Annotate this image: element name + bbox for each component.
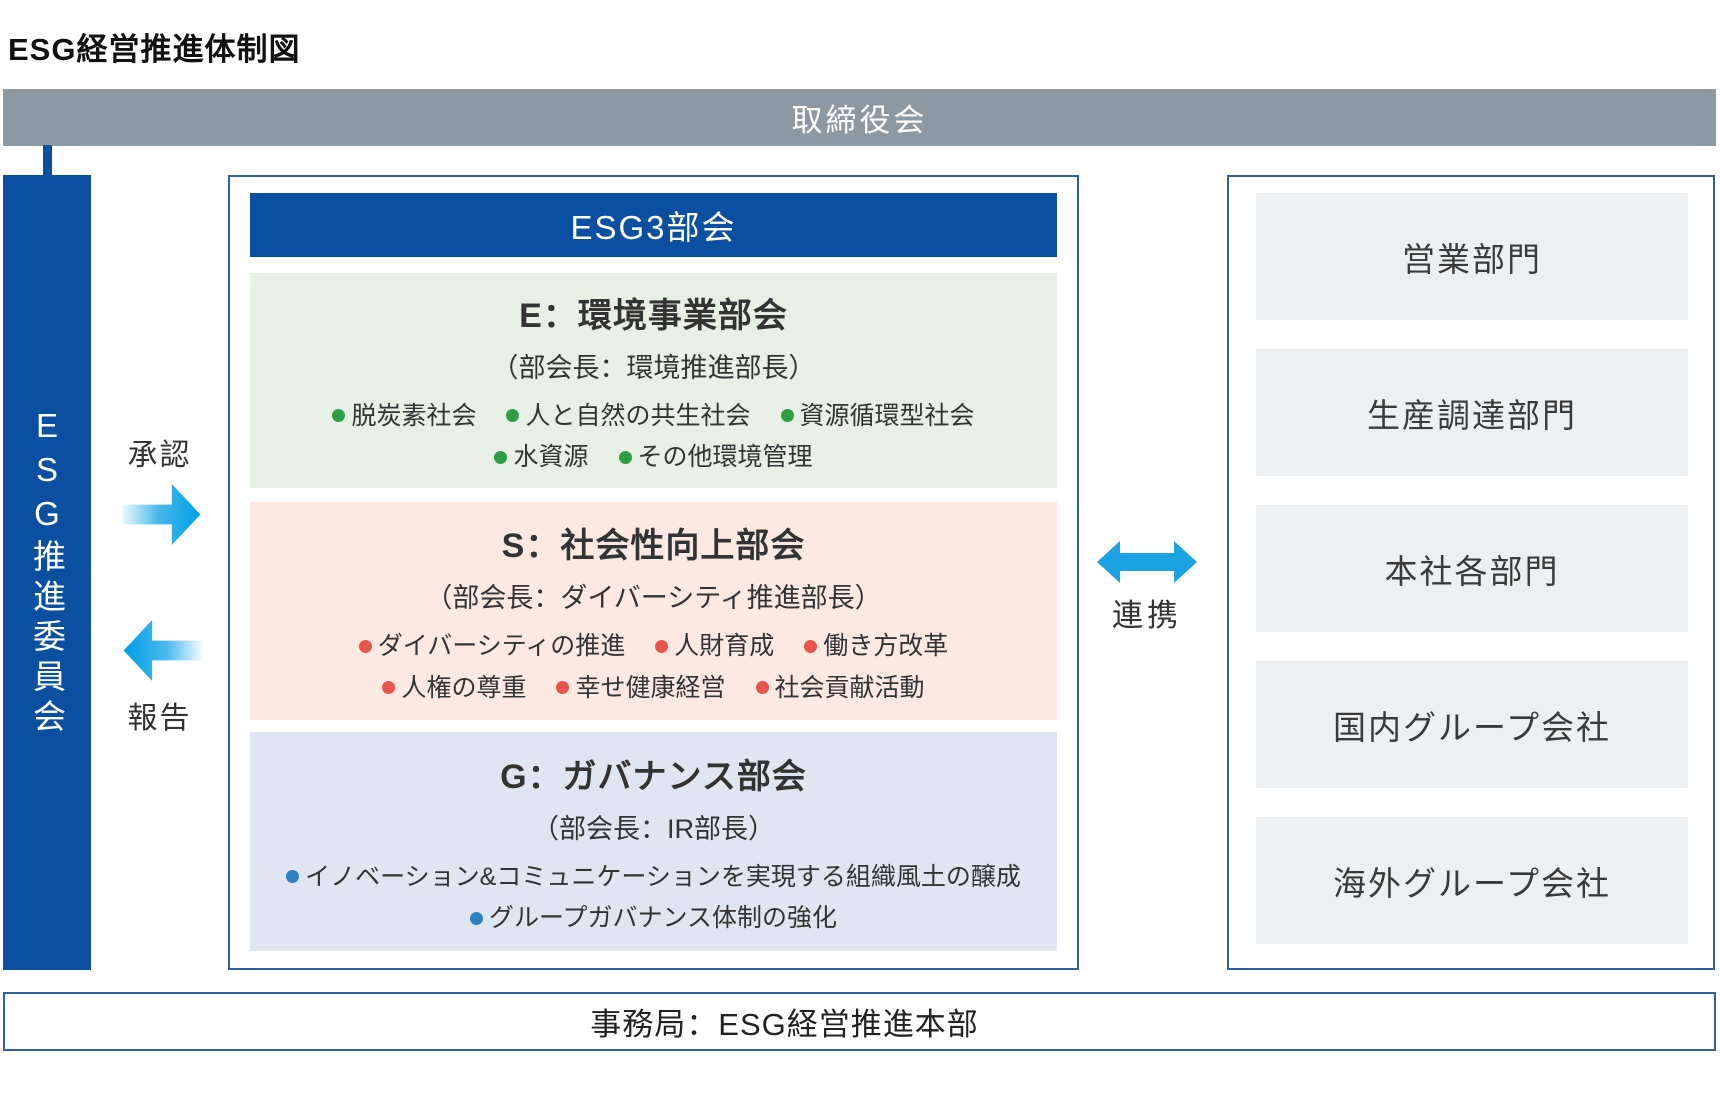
bullet-item: その他環境管理 (618, 441, 813, 474)
bullet-line: ダイバーシティの推進 人財育成 働き方改革 (358, 630, 948, 663)
secretariat-label: 事務局：ESG経営推進本部 (590, 1007, 979, 1042)
secretariat-bar: 事務局：ESG経営推進本部 (3, 992, 1716, 1051)
approve-arrow-icon (122, 483, 201, 546)
bullet-line: グループガバナンス体制の強化 (469, 902, 837, 935)
bullet-item: 脱炭素社会 (332, 400, 476, 433)
section-governance: G：ガバナンス部会 （部会長：IR部長） イノベーション&コミュニケーションを実… (250, 732, 1057, 951)
bullet-item: 人財育成 (655, 630, 774, 663)
section-environment-chair: （部会長：環境推進部長） (491, 352, 816, 383)
bullet-label: 社会貢献活動 (774, 673, 925, 702)
bullet-dot-icon (469, 911, 483, 925)
bullet-label: 人権の尊重 (401, 673, 527, 702)
bullet-label: 脱炭素社会 (351, 401, 477, 430)
board-of-directors-bar: 取締役会 (3, 89, 1716, 146)
page-title: ESG経営推進体制図 (8, 32, 301, 67)
bullet-dot-icon (332, 409, 346, 423)
section-environment: E：環境事業部会 （部会長：環境推進部長） 脱炭素社会 人と自然の共生社会 資源… (250, 273, 1057, 488)
esg-subcommittees-header: ESG3部会 (250, 193, 1057, 257)
bullet-item: ダイバーシティの推進 (358, 630, 626, 663)
dept-box-overseas-group: 海外グループ会社 (1256, 817, 1688, 944)
esg-header-label: ESG3部会 (570, 209, 737, 246)
collaboration-label: 連携 (1112, 598, 1182, 633)
board-committee-connector (43, 145, 52, 176)
bullet-dot-icon (804, 639, 818, 653)
dept-label: 営業部門 (1402, 240, 1542, 278)
bullet-item: イノベーション&コミュニケーションを実現する組織風土の醸成 (286, 861, 1021, 894)
bullet-label: 水資源 (513, 443, 589, 471)
dept-box-domestic-group: 国内グループ会社 (1256, 661, 1688, 788)
bullet-label: 人財育成 (674, 632, 775, 660)
bullet-dot-icon (755, 681, 769, 695)
bullet-label: 資源循環型社会 (799, 401, 975, 430)
bullet-item: 水資源 (494, 441, 589, 474)
section-environment-title: E：環境事業部会 (519, 296, 788, 335)
dept-label: 本社各部門 (1384, 552, 1560, 590)
dept-label: 海外グループ会社 (1332, 864, 1612, 902)
bullet-label: 人と自然の共生社会 (525, 401, 751, 430)
bullet-dot-icon (358, 639, 372, 653)
esg-subcommittees-box: ESG3部会 E：環境事業部会 （部会長：環境推進部長） 脱炭素社会 人と自然の… (228, 175, 1079, 970)
dept-box-headquarters: 本社各部門 (1256, 505, 1688, 632)
section-social-title: S：社会性向上部会 (501, 527, 806, 565)
bullet-dot-icon (655, 639, 669, 653)
collaboration-arrow-icon (1097, 541, 1197, 583)
bullet-dot-icon (382, 681, 396, 695)
bullet-item: 社会貢献活動 (755, 672, 925, 705)
esg-committee-label: ESG推進委員会 (28, 406, 66, 739)
bullet-dot-icon (618, 450, 632, 464)
esg-committee-bar: ESG推進委員会 (3, 175, 91, 970)
section-governance-chair: （部会長：IR部長） (532, 813, 775, 844)
bullet-item: 幸せ健康経営 (556, 672, 726, 705)
bullet-line: イノベーション&コミュニケーションを実現する組織風土の醸成 (286, 861, 1021, 894)
bullet-line: 脱炭素社会 人と自然の共生社会 資源循環型社会 (332, 400, 975, 433)
bullet-dot-icon (494, 450, 508, 464)
dept-label: 国内グループ会社 (1332, 708, 1612, 746)
bullet-item: グループガバナンス体制の強化 (469, 902, 837, 935)
report-label: 報告 (127, 702, 192, 735)
dept-box-production: 生産調達部門 (1256, 349, 1688, 476)
departments-column: 営業部門 生産調達部門 本社各部門 国内グループ会社 海外グループ会社 (1227, 175, 1715, 970)
bullet-label: その他環境管理 (637, 443, 813, 471)
bullet-label: グループガバナンス体制の強化 (488, 904, 837, 932)
section-social: S：社会性向上部会 （部会長：ダイバーシティ推進部長） ダイバーシティの推進 人… (250, 502, 1057, 720)
approve-label: 承認 (127, 439, 192, 472)
bullet-label: 働き方改革 (823, 632, 949, 660)
bullet-item: 資源循環型社会 (780, 400, 975, 433)
board-label: 取締役会 (791, 103, 928, 138)
dept-box-sales: 営業部門 (1256, 193, 1688, 320)
bullet-label: イノベーション&コミュニケーションを実現する組織風土の醸成 (305, 862, 1021, 891)
bullet-label: ダイバーシティの推進 (377, 632, 626, 660)
bullet-item: 人と自然の共生社会 (506, 400, 751, 433)
bullet-dot-icon (506, 409, 520, 423)
bullet-dot-icon (556, 681, 570, 695)
bullet-item: 働き方改革 (804, 630, 948, 663)
bullet-dot-icon (780, 409, 794, 423)
dept-label: 生産調達部門 (1367, 396, 1577, 434)
bullet-dot-icon (286, 870, 300, 884)
bullet-line: 水資源 その他環境管理 (494, 441, 813, 474)
section-social-chair: （部会長：ダイバーシティ推進部長） (425, 583, 882, 613)
bullet-line: 人権の尊重 幸せ健康経営 社会貢献活動 (382, 672, 925, 705)
bullet-item: 人権の尊重 (382, 672, 526, 705)
section-governance-title: G：ガバナンス部会 (500, 757, 807, 796)
report-arrow-icon (123, 619, 202, 682)
bullet-label: 幸せ健康経営 (575, 673, 726, 702)
